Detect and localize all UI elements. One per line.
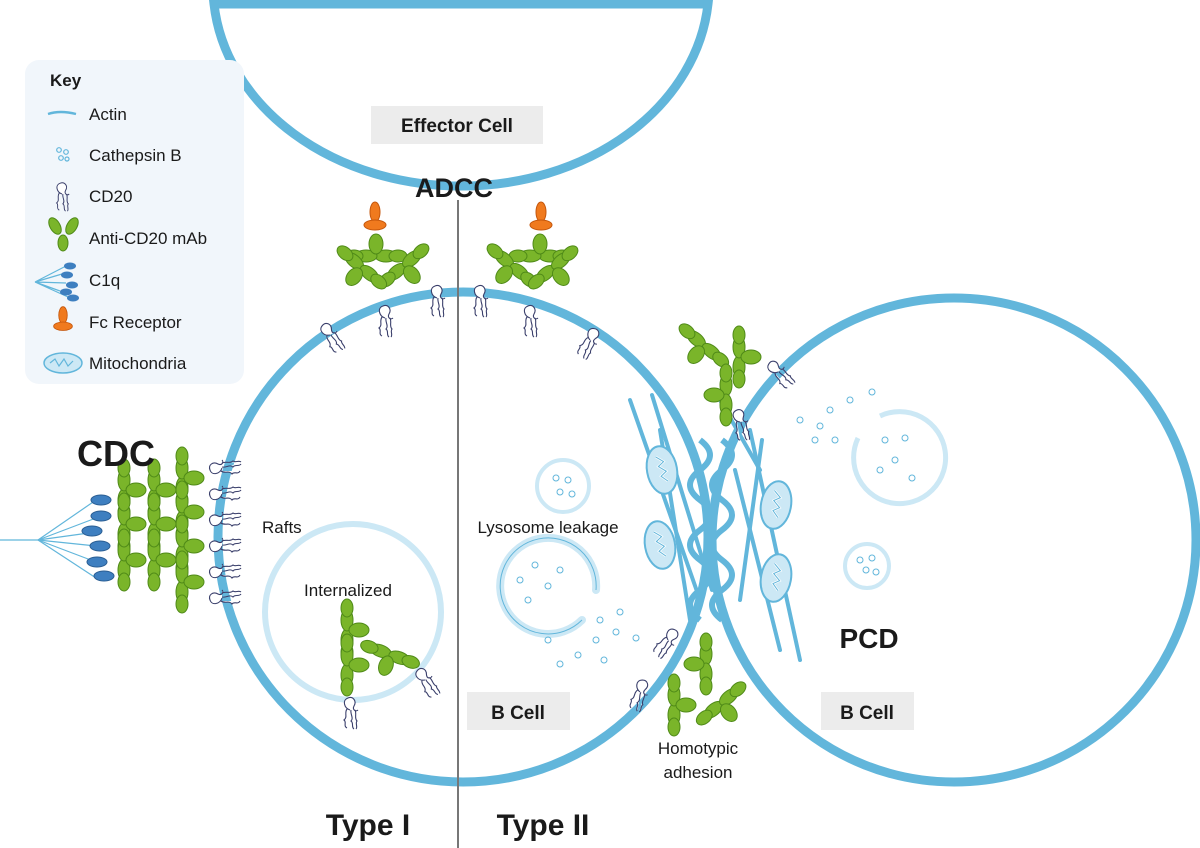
- lysosome-right-small: [843, 542, 891, 590]
- cathepsin-b-icon: [56, 147, 70, 162]
- b-cell-right-label: B Cell: [821, 692, 914, 730]
- key-icons: [34, 110, 83, 374]
- key-title: Key: [50, 71, 82, 90]
- key-item-c1q: C1q: [89, 271, 120, 290]
- lysosome-leakage-label: Lysosome leakage: [477, 518, 618, 537]
- type-2-label: Type II: [497, 809, 590, 842]
- actin-icon: [47, 110, 77, 116]
- internalized-label: Internalized: [304, 581, 392, 600]
- key-text: Key Actin Cathepsin B CD20 Anti-CD20 mAb…: [50, 71, 207, 373]
- key-item-fc-receptor: Fc Receptor: [89, 313, 182, 332]
- key-item-mitochondria: Mitochondria: [89, 354, 187, 373]
- b-cell-left-text: B Cell: [491, 703, 545, 724]
- c1q-icon: [34, 262, 79, 302]
- effector-cell-label: Effector Cell: [371, 106, 543, 144]
- b-cell-left-label: B Cell: [467, 692, 570, 730]
- effector-cell: [209, 0, 713, 191]
- mitochondria-icon: [43, 352, 83, 374]
- key-item-actin: Actin: [89, 105, 127, 124]
- homotypic-label-line2: adhesion: [663, 763, 732, 782]
- cdc-complex: [0, 446, 205, 614]
- b-cell-left: [213, 287, 713, 787]
- lysosome-right: [796, 388, 949, 507]
- effector-cell-text: Effector Cell: [401, 116, 513, 137]
- key-panel: [25, 60, 244, 384]
- adcc-complex-left: [323, 201, 443, 305]
- type-1-label: Type I: [326, 809, 410, 842]
- pcd-label: PCD: [839, 623, 898, 654]
- lysosome-small: [535, 458, 591, 514]
- key-item-cd20: CD20: [89, 187, 132, 206]
- key-item-anti-cd20-mab: Anti-CD20 mAb: [89, 229, 207, 248]
- homotypic-label-line1: Homotypic: [658, 739, 739, 758]
- b-cell-right-text: B Cell: [840, 703, 894, 724]
- lysosome-leaking: [496, 533, 640, 668]
- adcc-complex-right: [473, 201, 592, 305]
- cell-junction: [687, 437, 735, 623]
- adcc-label: ADCC: [415, 173, 493, 203]
- cdc-label: CDC: [77, 433, 155, 474]
- key-item-cathepsin-b: Cathepsin B: [89, 146, 182, 165]
- rafts-label: Rafts: [262, 518, 302, 537]
- antibody-icon: [48, 217, 79, 252]
- internalized-vesicle: [262, 521, 444, 730]
